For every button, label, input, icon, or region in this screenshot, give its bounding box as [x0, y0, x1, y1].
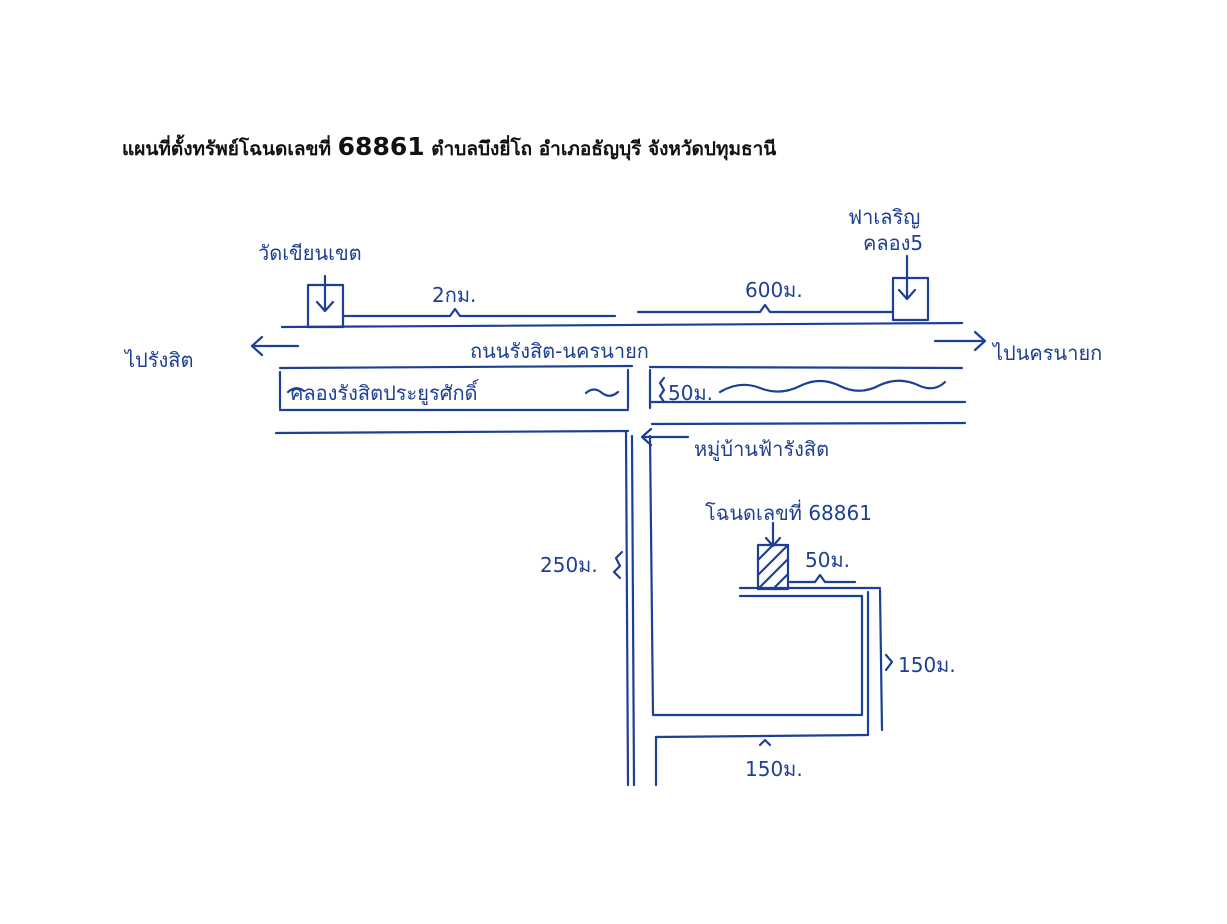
mall-label-line2: คลอง5 [863, 231, 923, 255]
canal-left-sides [278, 368, 630, 410]
left-arrow-icon [250, 335, 300, 357]
deed-number: 68861 [337, 132, 425, 161]
mall-marker [891, 254, 930, 322]
mall-arrow-icon [897, 254, 917, 301]
title-location: ตำบลบึงยี่โถ อำเภอธัญบุรี จังหวัดปทุมธาน… [431, 138, 777, 160]
soi-length-label: 250ม. [540, 553, 598, 577]
frontage-road-left [274, 429, 630, 435]
direction-right-label: ไปนครนายก [991, 341, 1102, 365]
soi-length-brace [612, 550, 624, 580]
plot-arrow-icon [764, 521, 782, 548]
soi-left-inner [630, 434, 636, 787]
mall-distance-line [636, 303, 895, 314]
side-length-label: 150ม. [898, 653, 956, 677]
plot-offset-label: 50ม. [805, 548, 850, 572]
mall-box [891, 276, 930, 322]
direction-left-label: ไปรังสิต [123, 348, 193, 372]
plot-label: โฉนดเลขที่ 68861 [705, 499, 872, 525]
canal-wave-left [286, 387, 306, 394]
plot-offset-line [788, 573, 857, 584]
bridge-width-brace [658, 376, 666, 404]
temple-marker [306, 274, 345, 329]
canal-wave-left-end [584, 388, 620, 397]
title-prefix: แผนที่ตั้งทรัพย์โฉนดเลขที่ [122, 138, 332, 160]
village-label: หมู่บ้านฟ้ารังสิต [694, 437, 829, 462]
mall-distance-label: 600ม. [745, 278, 803, 302]
side-length-brace [884, 653, 894, 672]
mall-label-line1: ฟาเลริญ [848, 205, 920, 229]
canal-label: คลองรังสิตประยูรศักดิ์ [290, 378, 480, 406]
main-road-label: ถนนรังสิต-นครนายก [470, 339, 649, 363]
canal-top-right [648, 365, 964, 370]
soi-left-outer [624, 430, 630, 787]
plot-hatching [756, 543, 790, 591]
temple-label: วัดเขียนเขต [258, 241, 362, 265]
main-road-top-edge [280, 321, 964, 329]
temple-arrow-icon [315, 274, 335, 313]
bottom-length-label: 150ม. [745, 757, 803, 781]
frontage-road-right [650, 421, 967, 426]
plot-parcel [756, 543, 790, 591]
map-title: แผนที่ตั้งทรัพย์โฉนดเลขที่ 68861 ตำบลบึง… [122, 132, 776, 164]
village-arrow-icon [640, 427, 690, 447]
canal-wave-right [718, 379, 947, 394]
canal-top-left [278, 364, 634, 370]
access-road-bottom [654, 733, 870, 739]
temple-distance-label: 2กม. [432, 283, 476, 307]
right-arrow-icon [933, 330, 987, 352]
temple-distance-line [341, 307, 617, 318]
access-road-right-outer [878, 588, 884, 732]
access-road-inner [648, 434, 864, 717]
plot-box [756, 543, 790, 591]
bottom-length-brace [758, 738, 772, 747]
